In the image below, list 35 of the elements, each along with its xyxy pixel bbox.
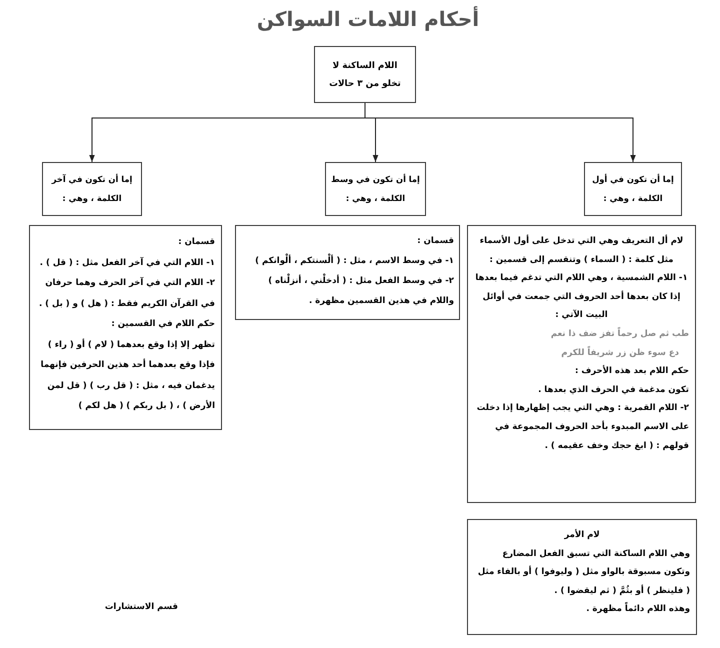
heading: لام الأمر	[564, 528, 600, 542]
verse-line: طب ثم صل رحماً تفز ضف ذا نعم	[550, 326, 689, 341]
heading: قسمان :	[178, 236, 215, 249]
paragraph: ١- اللام التي في آخر الفعل مثل : ( قل ) .	[40, 256, 215, 270]
paragraph: ٢- اللام التي في آخر الحرف وهما حرفان في القرآن الكريم فقط : ( هل ) و ( بل ) .	[38, 276, 215, 310]
heading: حكم اللام في القسمين :	[111, 318, 215, 331]
paragraph: إما أن تكون في وسط الكلمة ، وهي :	[330, 172, 421, 205]
text-box	[584, 162, 682, 216]
text-box	[29, 225, 222, 430]
text-box	[467, 519, 697, 635]
verse-line: دع سوء ظن زر شريفاً للكرم	[561, 345, 679, 360]
text-box	[467, 225, 696, 503]
heading: قسمان :	[417, 235, 454, 248]
text-box	[314, 46, 416, 103]
paragraph: ١- في وسط الاسم ، مثل : ( ألْسنتكم ، ألْوانكم )	[255, 251, 454, 271]
paragraph: وتكون مسبوقة بالواو مثل ( وليوفوا ) أو بالفاء مثل ( فلينظر ) أو بثُمَّ ( ثم ليقضوا ) .	[476, 564, 690, 598]
title: أحكام اللامات السواكن	[256, 7, 480, 31]
paragraph: ١- اللام الشمسية ، وهي اللام التي تدغم فيما بعدها إذا كان بعدها أحد الحروف التي جمعت في أوائل البيت الآتي :	[474, 272, 689, 322]
footer-text: قسم الاستشارات	[104, 602, 178, 612]
paragraph: إما أن تكون في أول الكلمة ، وهي :	[591, 172, 675, 205]
paragraph: تكون مدغمة في الحرف الذي بعدها .	[538, 384, 689, 397]
heading: حكم اللام بعد هذه الأحرف :	[575, 364, 689, 378]
paragraph: لام أل التعريف وهي التي تدخل على أول الأسماء مثل كلمة : ( السماء ) وتنقسم إلى قسمين :	[478, 234, 684, 267]
text-box	[42, 162, 142, 216]
arrow	[89, 102, 366, 162]
paragraph: وهي اللام الساكنة التي تسبق الفعل المضارع	[502, 548, 690, 561]
paragraph: واللام في هذين القسمين مظهرة .	[308, 295, 454, 308]
text-box	[235, 225, 460, 320]
paragraph: وهذه اللام دائماً مظهرة .	[586, 601, 690, 616]
paragraph: ٢- في وسط الفعل مثل : ( أدخلْني ، أنزلْناه )	[268, 271, 454, 291]
paragraph: إما أن تكون في آخر الكلمة ، وهي :	[50, 172, 134, 205]
paragraph: اللام الساكنة لا تخلو من ٣ حالات	[328, 60, 402, 90]
paragraph: ٢- اللام القمرية : وهي التي يجب إظهارها إذا دخلت على الاسم المبدوء بأحد الحروف المجموعة في قولهم : ( ابغ حجك وخف عقيمه ) .	[476, 402, 689, 453]
text-box	[325, 162, 426, 216]
paragraph: تظهر إلا إذا وقع بعدهما ( لام ) أو ( راء ) فإذا وقع بعدهما أحد هذين الحرفين فإنهما يدغمان فيه ، مثل : ( قل رب ) ( قل لمن الأرض ) ، ( بل ربكم ) ( هل لكم )	[40, 338, 215, 413]
